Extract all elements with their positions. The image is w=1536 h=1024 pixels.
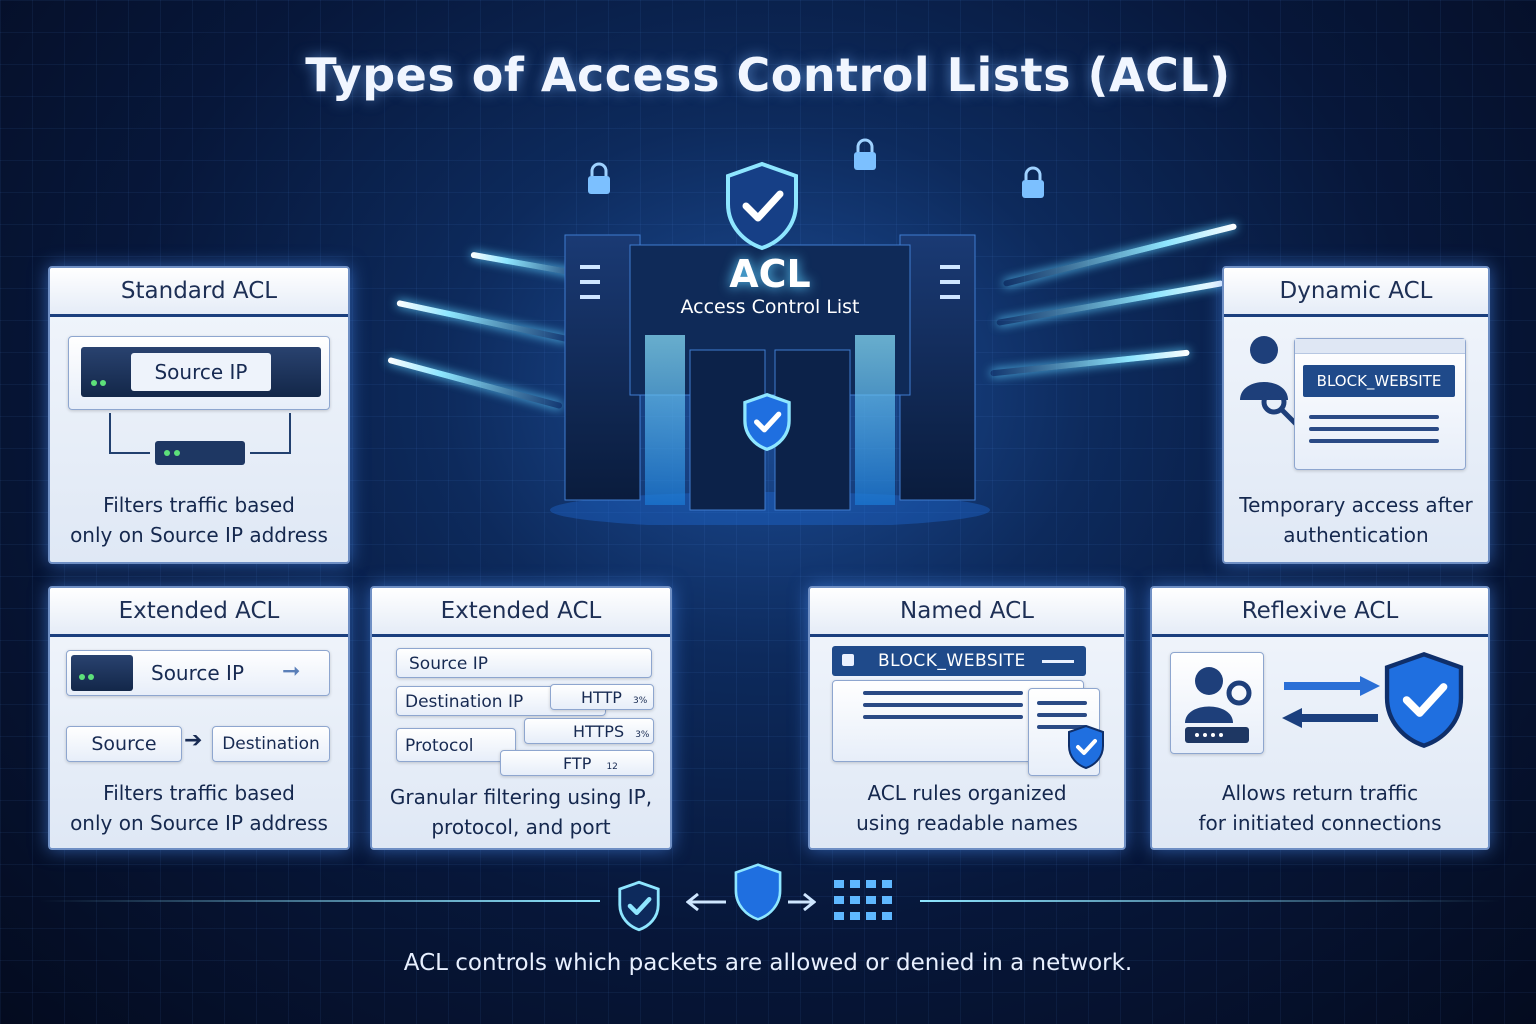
panel-heading: Named ACL bbox=[810, 588, 1124, 637]
acl-sublabel: Access Control List bbox=[680, 296, 860, 318]
page-title: Types of Access Control Lists (ACL) bbox=[305, 48, 1231, 102]
description-line: Filters traffic based bbox=[103, 781, 295, 805]
panel-heading: Dynamic ACL bbox=[1224, 268, 1488, 317]
source-box: Source bbox=[66, 726, 182, 762]
description-line: protocol, and port bbox=[431, 815, 611, 839]
chip-label: BLOCK_WEBSITE bbox=[878, 651, 1026, 671]
panel-extended-acl: Extended ACL Source IP ➞ Source ➔ Destin… bbox=[48, 586, 350, 850]
label-icon bbox=[842, 654, 854, 666]
panel-description: Granular filtering using IP, protocol, a… bbox=[372, 782, 670, 842]
chip-label: Source IP bbox=[151, 661, 245, 685]
user-key-icon bbox=[1240, 336, 1298, 426]
ftp-tag: FTP 12 bbox=[500, 750, 654, 776]
row-label: Source IP bbox=[409, 654, 489, 674]
flow-line-right bbox=[920, 900, 1500, 902]
row-label: Destination IP bbox=[405, 692, 524, 712]
user-key-icon bbox=[1185, 667, 1252, 743]
destination-box: Destination bbox=[212, 726, 330, 762]
shield-check-icon bbox=[1384, 652, 1464, 748]
source-ip-chip: Source IP ➞ bbox=[66, 650, 330, 696]
panel-heading: Reflexive ACL bbox=[1152, 588, 1488, 637]
tag-label: FTP bbox=[563, 754, 592, 773]
arrow-right-icon bbox=[788, 892, 816, 912]
tag-small: 3% bbox=[633, 696, 648, 706]
destination-ip-row: Destination IP bbox=[396, 686, 606, 716]
panel-description: Temporary access after authentication bbox=[1224, 490, 1488, 550]
description-line: authentication bbox=[1283, 523, 1429, 547]
grid-blocks-icon bbox=[834, 880, 892, 920]
panel-dynamic-acl: Dynamic ACL BLOCK_WEBSITE Temporary acce… bbox=[1222, 266, 1490, 564]
description-line: Allows return traffic bbox=[1221, 781, 1419, 805]
acl-label: ACL bbox=[729, 252, 811, 296]
chip-label: Source IP bbox=[131, 353, 271, 391]
shield-check-icon bbox=[743, 392, 791, 452]
panel-extended-acl-granular: Extended ACL Source IP Destination IP Pr… bbox=[370, 586, 672, 850]
arrow-right-icon: ➔ bbox=[184, 728, 203, 753]
box-label: Destination bbox=[222, 734, 320, 754]
panel-description: ACL rules organized using readable names bbox=[810, 778, 1124, 838]
panel-named-acl: Named ACL BLOCK_WEBSITE ACL rules organi… bbox=[808, 586, 1126, 850]
description-line: Granular filtering using IP, bbox=[389, 785, 653, 809]
tag-label: HTTP bbox=[581, 688, 622, 707]
panel-reflexive-acl: Reflexive ACL Allows return traffic for … bbox=[1150, 586, 1490, 850]
panel-heading: Extended ACL bbox=[372, 588, 670, 637]
padlock-icon bbox=[854, 138, 876, 170]
shield-check-icon bbox=[618, 880, 660, 932]
description-line: only on Source IP address bbox=[70, 523, 328, 547]
shield-check-icon bbox=[726, 161, 798, 251]
panel-heading: Standard ACL bbox=[50, 268, 348, 317]
description-line: only on Source IP address bbox=[70, 811, 328, 835]
panel-description: Allows return traffic for initiated conn… bbox=[1152, 778, 1488, 838]
beam-arrow-right-2 bbox=[996, 280, 1224, 326]
panel-description: Filters traffic based only on Source IP … bbox=[50, 490, 348, 550]
shield-check-icon bbox=[1068, 724, 1104, 770]
bidirectional-arrows-icon bbox=[1282, 676, 1380, 728]
arrow-right-icon: ➞ bbox=[282, 659, 301, 684]
padlock-icon bbox=[1022, 166, 1044, 198]
padlock-icon bbox=[588, 162, 610, 194]
tag-small: 3% bbox=[635, 730, 650, 740]
panel-heading: Extended ACL bbox=[50, 588, 348, 637]
footer-caption: ACL controls which packets are allowed o… bbox=[403, 950, 1133, 976]
browser-window: BLOCK_WEBSITE bbox=[1294, 338, 1466, 470]
tag-small: 12 bbox=[606, 762, 618, 772]
description-line: using readable names bbox=[856, 811, 1078, 835]
tag-label: HTTPS bbox=[573, 722, 625, 741]
box-label: Source bbox=[91, 733, 157, 755]
panel-standard-acl: Standard ACL Source IP Filters traffic b… bbox=[48, 266, 350, 564]
description-line: ACL rules organized bbox=[867, 781, 1067, 805]
router-icon: Source IP bbox=[81, 347, 321, 397]
description-line: for initiated connections bbox=[1198, 811, 1442, 835]
connector-lines bbox=[109, 413, 291, 465]
https-tag: HTTPS 3% bbox=[524, 718, 654, 744]
description-line: Filters traffic based bbox=[103, 493, 295, 517]
http-tag: HTTP 3% bbox=[550, 684, 654, 710]
protocol-row: Protocol bbox=[396, 728, 516, 762]
description-line: Temporary access after bbox=[1239, 493, 1473, 517]
router-icon bbox=[71, 655, 133, 691]
chip-label: BLOCK_WEBSITE bbox=[1303, 365, 1455, 397]
row-label: Protocol bbox=[405, 736, 474, 756]
name-bar: BLOCK_WEBSITE bbox=[832, 646, 1086, 676]
shield-icon bbox=[734, 863, 782, 921]
flow-line-left bbox=[40, 900, 600, 902]
bidirectional-arrows-icon bbox=[686, 892, 726, 912]
source-ip-chip: Source IP bbox=[68, 336, 330, 410]
beam-arrow-right-3 bbox=[990, 349, 1190, 377]
source-ip-row: Source IP bbox=[396, 648, 652, 678]
beam-arrow-left-3 bbox=[387, 356, 563, 410]
beam-arrow-right-1 bbox=[1002, 223, 1238, 287]
user-key-card bbox=[1170, 652, 1264, 754]
panel-description: Filters traffic based only on Source IP … bbox=[50, 778, 348, 838]
acl-server-illustration bbox=[540, 225, 1000, 525]
